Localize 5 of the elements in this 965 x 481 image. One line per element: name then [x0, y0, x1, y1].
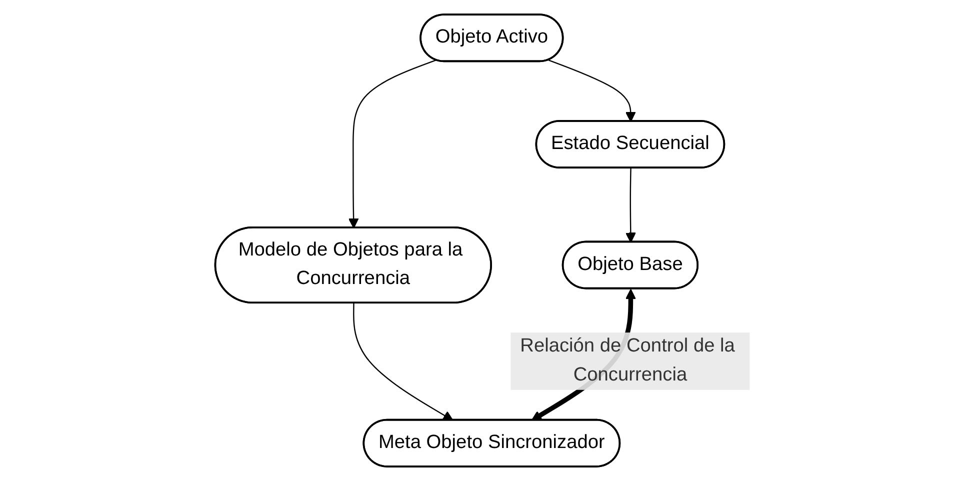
arrow [625, 168, 636, 243]
arrow [353, 303, 454, 421]
edge-label: Relación de Control de la Concurrencia [520, 336, 735, 386]
arrow [548, 60, 636, 122]
arrow [348, 60, 436, 228]
